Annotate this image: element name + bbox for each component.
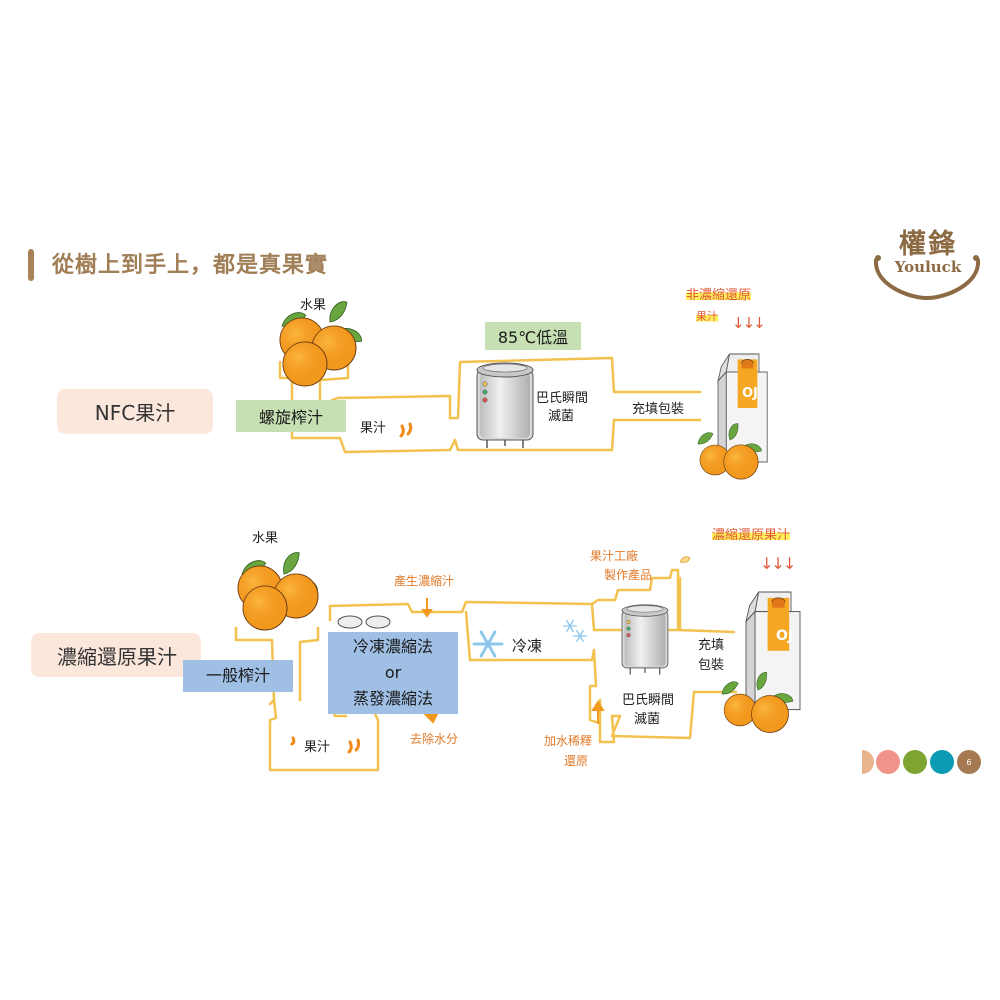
nfc-press-method-box: 螺旋榨汁 (236, 400, 346, 432)
title-accent-bar (28, 249, 34, 281)
nfc-pasteurize-label-2: 滅菌 (548, 409, 575, 424)
fc-product-note: 濃縮還原果汁 (712, 524, 791, 543)
fc-concentration-method-box: 冷凍濃縮法 or 蒸發濃縮法 (328, 632, 458, 714)
fc-category-label: 濃縮還原果汁 (31, 633, 201, 677)
fc-down-arrows-icon: ↓↓↓ (760, 554, 796, 573)
fc-carton-text: OJ (776, 628, 794, 644)
fc-pasteurizer-icon (621, 604, 669, 676)
nfc-fruit-label: 水果 (300, 298, 327, 313)
page-dot-4[interactable] (930, 750, 954, 774)
fc-method-freeze: 冷凍濃縮法 (352, 637, 433, 656)
nfc-product-note-2: 果汁 (696, 308, 718, 324)
nfc-product-note-1: 非濃縮還原 (686, 284, 752, 303)
fc-method-or: or (384, 663, 402, 682)
brand-logo: 權鋒 Youluck (868, 222, 986, 300)
fc-juice-carton-icon (745, 591, 801, 711)
snowflake-icon (472, 619, 587, 658)
fc-freeze-label: 冷凍 (512, 637, 543, 655)
fc-fruit-label: 水果 (252, 531, 279, 546)
fc-pasteurize-label-1: 巴氏瞬間 (622, 693, 675, 708)
page-dot-3[interactable] (903, 750, 927, 774)
page-title: 從樹上到手上，都是真果實 (52, 253, 329, 278)
nfc-pasteurizer-icon (476, 362, 534, 449)
fc-method-evaporate: 蒸發濃縮法 (352, 689, 433, 708)
nfc-carton-text: OJ (742, 386, 758, 401)
nfc-pasteurize-label-1: 巴氏瞬間 (536, 391, 589, 406)
fc-concentrate-note: 產生濃縮汁 (394, 574, 455, 588)
fc-factory-label-1: 果汁工廠 (590, 549, 639, 563)
fc-concentrator-icon (337, 615, 391, 629)
nfc-packaging-label: 充填包裝 (632, 402, 685, 417)
fc-factory-label-2: 製作產品 (604, 568, 653, 582)
fc-dilute-label-2: 還原 (564, 754, 589, 768)
fc-packaging-label-1: 充填 (698, 638, 725, 653)
fc-pasteurize-label-2: 滅菌 (634, 712, 661, 727)
nfc-category-label: NFC果汁 (57, 389, 213, 434)
logo-chinese-text: 權鋒 (899, 229, 957, 260)
fc-juice-label: 果汁 (304, 740, 331, 755)
fc-press-method-box: 一般榨汁 (183, 660, 293, 692)
nfc-down-arrows-icon: ↓↓↓ (732, 314, 766, 332)
fc-remove-water-label: 去除水分 (410, 732, 459, 746)
nfc-temperature-box: 85℃低溫 (485, 322, 581, 350)
page-number-dot[interactable]: 6 (957, 750, 981, 774)
logo-english-text: Youluck (894, 258, 962, 276)
nfc-juice-label: 果汁 (360, 421, 387, 436)
fc-fruit-illustration (237, 548, 321, 631)
page-dot-1 (862, 750, 874, 774)
page-dot-partial (862, 750, 874, 774)
fc-packaging-label-2: 包裝 (698, 658, 725, 673)
fc-dilute-label-1: 加水稀釋 (544, 734, 593, 748)
logo-swoosh-icon (874, 255, 980, 300)
page-dot-2[interactable] (876, 750, 900, 774)
